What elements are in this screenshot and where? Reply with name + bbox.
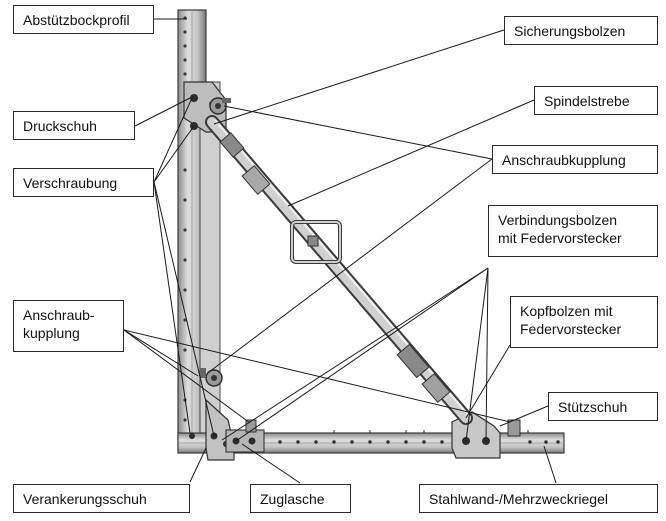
spindle-strut: [205, 115, 473, 425]
label-verschraubung: Verschraubung: [13, 168, 154, 197]
label-anschraubkupplung-text: Anschraubkupplung: [502, 152, 626, 168]
label-stuetzschuh-text: Stützschuh: [558, 399, 628, 415]
label-druckschuh-text: Druckschuh: [23, 118, 97, 134]
leader-lines: [123, 18, 557, 484]
label-anschraubkupplung: Anschraubkupplung: [492, 145, 658, 174]
label-sicherungsbolzen: Sicherungsbolzen: [504, 16, 658, 45]
label-kopfbolzen-line1: Kopfbolzen mit: [520, 303, 613, 319]
label-anschraub-kupplung: Anschraub- kupplung: [13, 300, 124, 352]
label-stahlwand-riegel: Stahlwand-/Mehrzweckriegel: [419, 484, 658, 513]
label-abstuetzbockprofil: Abstützbockprofil: [13, 5, 154, 34]
label-verschraubung-text: Verschraubung: [23, 175, 118, 191]
top-coupler: [209, 97, 231, 115]
label-sicherungsbolzen-text: Sicherungsbolzen: [514, 23, 626, 39]
label-anschraub-kupplung-line2: kupplung: [23, 325, 80, 341]
label-spindelstrebe: Spindelstrebe: [534, 86, 658, 115]
label-abstuetzbockprofil-text: Abstützbockprofil: [23, 12, 130, 28]
lower-coupler: [200, 368, 223, 387]
label-kopfbolzen: Kopfbolzen mit Federvorstecker: [510, 296, 658, 348]
label-anschraub-kupplung-line1: Anschraub-: [23, 307, 95, 323]
label-verbindungsbolzen: Verbindungsbolzen mit Federvorstecker: [488, 205, 658, 257]
label-verbindungsbolzen-line2: mit Federvorstecker: [498, 230, 622, 246]
label-zuglasche: Zuglasche: [250, 484, 351, 513]
label-kopfbolzen-line2: Federvorstecker: [520, 321, 622, 337]
label-stahlwand-riegel-text: Stahlwand-/Mehrzweckriegel: [429, 491, 608, 507]
label-druckschuh: Druckschuh: [13, 111, 135, 140]
label-verbindungsbolzen-line1: Verbindungsbolzen: [498, 212, 618, 228]
label-verankerungsschuh: Verankerungsschuh: [13, 484, 190, 513]
label-stuetzschuh: Stützschuh: [548, 392, 658, 421]
label-zuglasche-text: Zuglasche: [260, 491, 325, 507]
label-verankerungsschuh-text: Verankerungsschuh: [23, 491, 147, 507]
label-spindelstrebe-text: Spindelstrebe: [544, 93, 630, 109]
strut-handle: [290, 220, 342, 264]
